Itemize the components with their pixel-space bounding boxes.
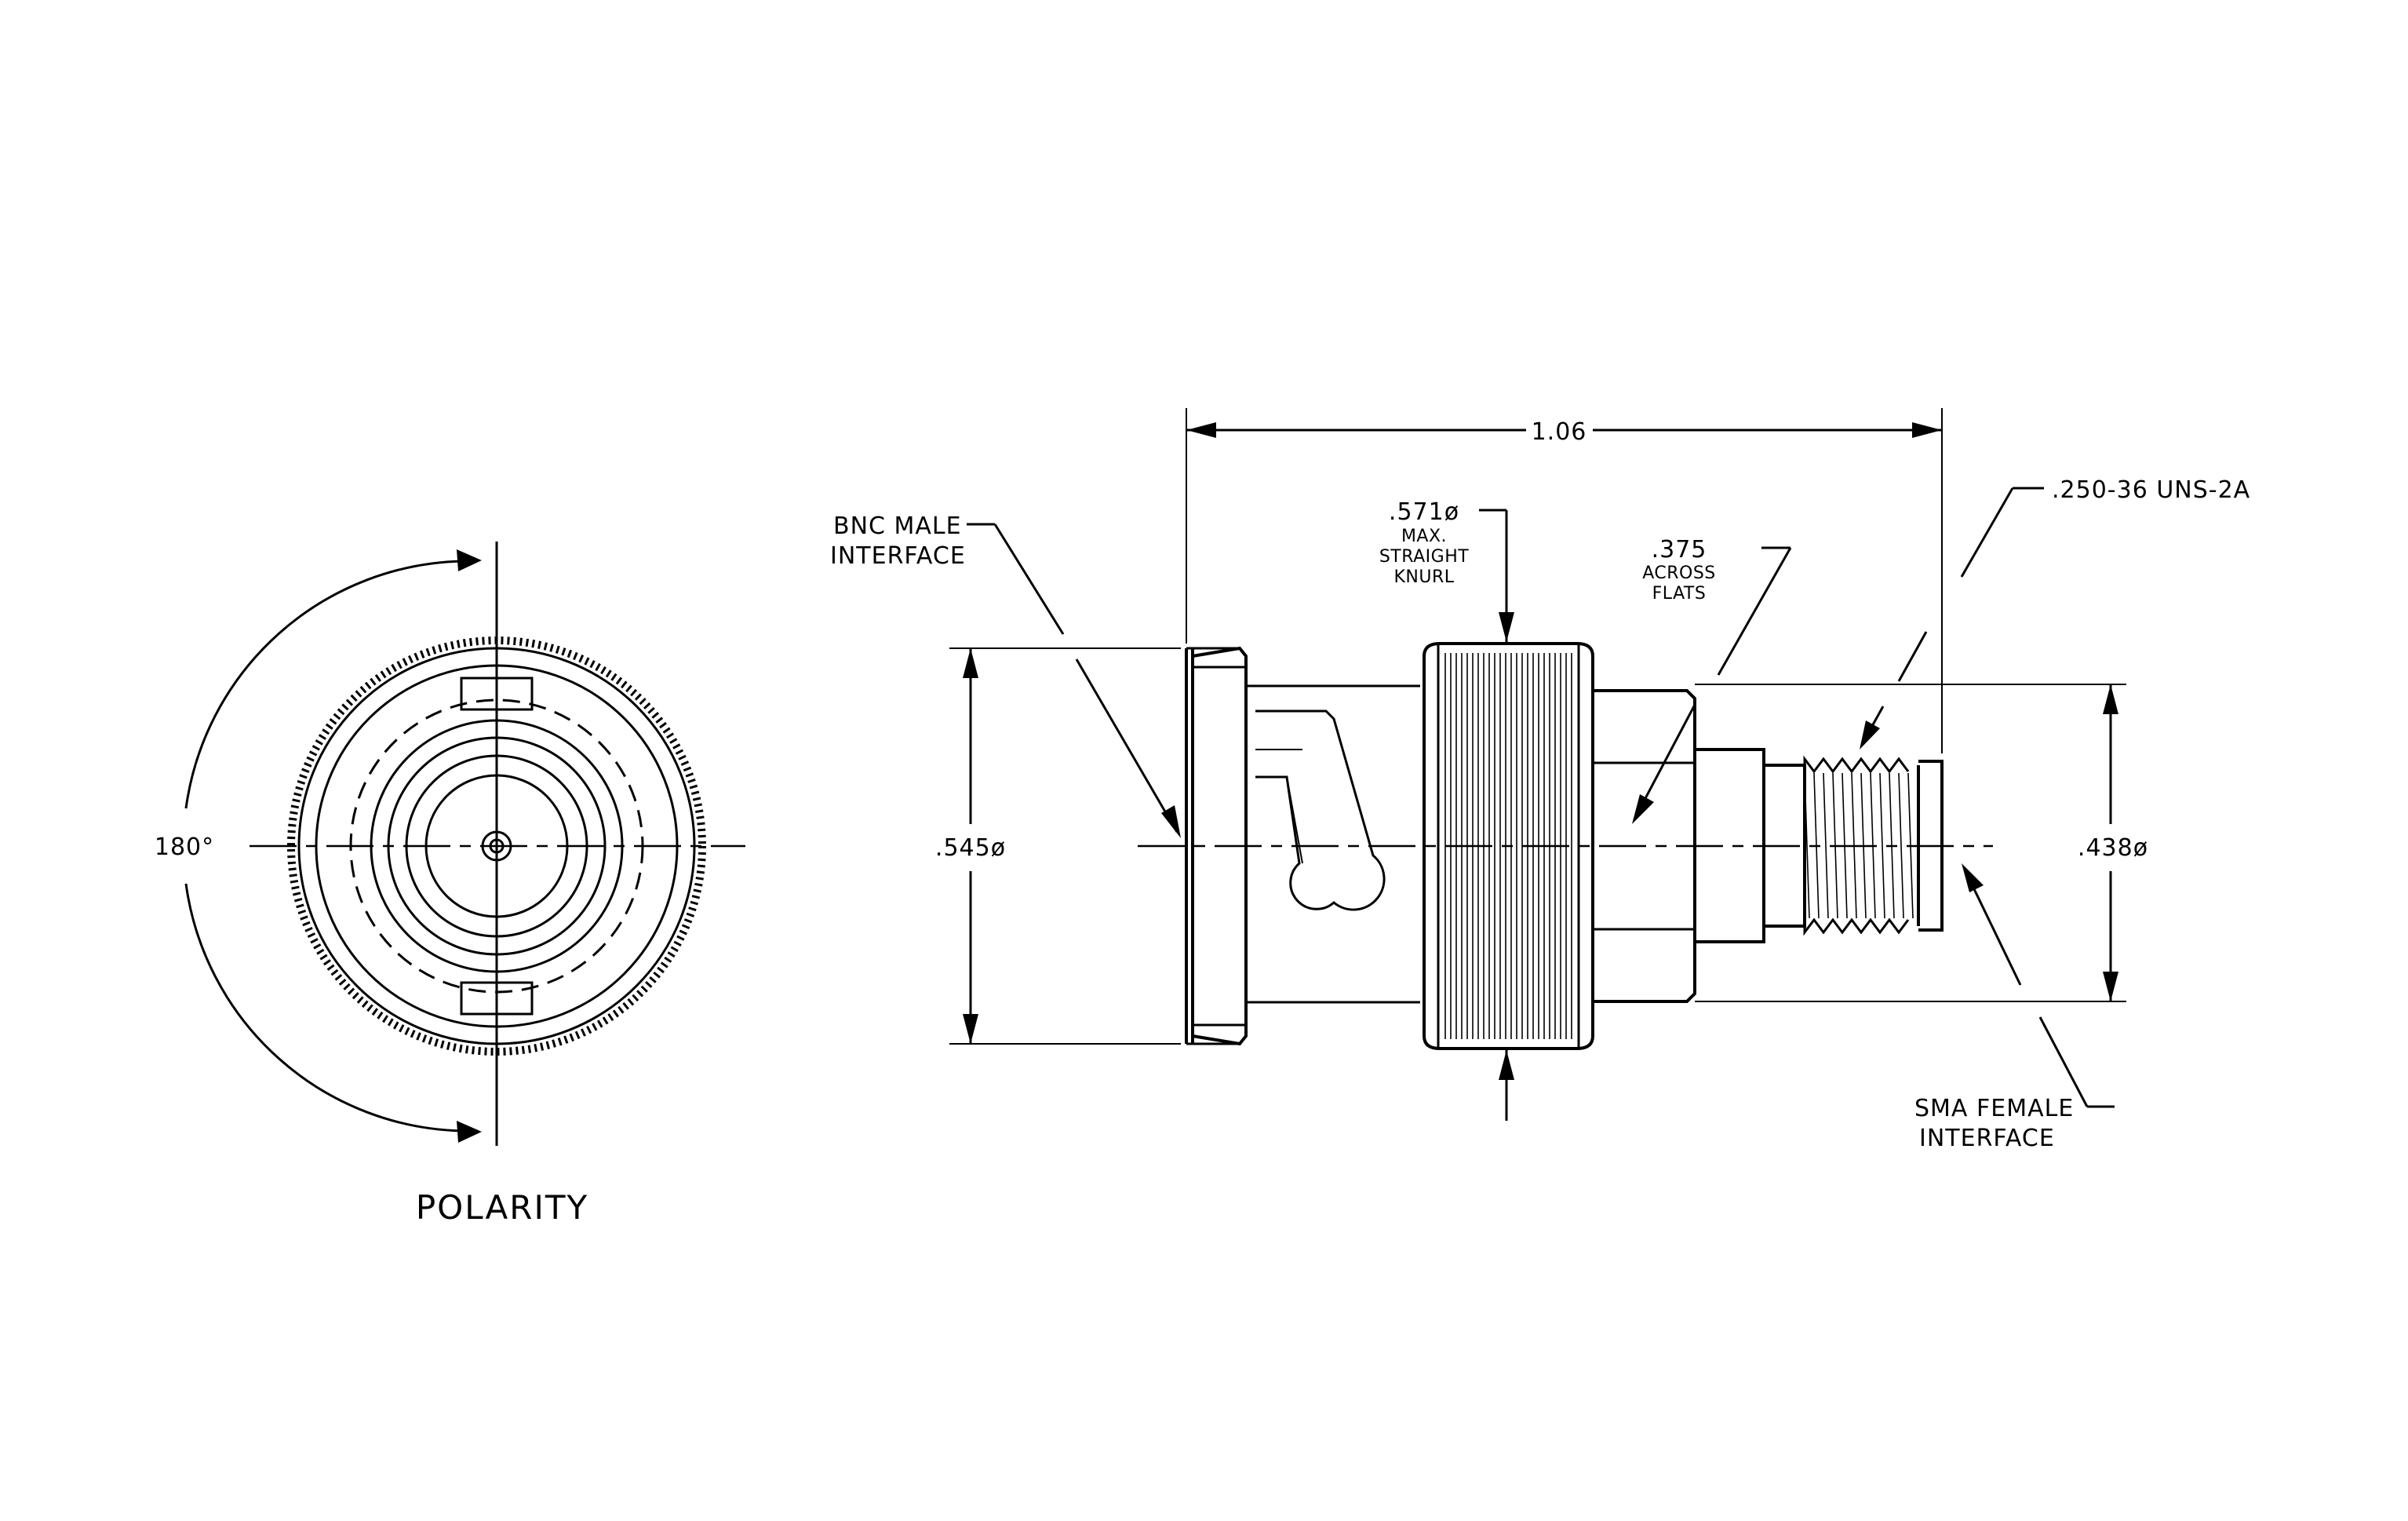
knurl-note-1: MAX. xyxy=(1401,527,1447,546)
side-view: 1.06 .545ø .438ø BNC M xyxy=(830,408,2250,1152)
bnc-leader: BNC MALE INTERFACE xyxy=(830,512,1181,838)
angle-arrow-top xyxy=(457,549,482,571)
bnc-label-line1: BNC MALE xyxy=(833,512,962,540)
bnc-body xyxy=(1246,684,1420,1004)
right-diameter-dim: .438ø xyxy=(1695,684,2148,1002)
sma-label-line2: INTERFACE xyxy=(1919,1125,2055,1152)
hex-body xyxy=(1593,689,1696,1003)
knurl-hatch xyxy=(1444,653,1572,1039)
knurl-note-2: STRAIGHT xyxy=(1379,547,1469,567)
polarity-title: POLARITY xyxy=(416,1188,588,1227)
bnc-coupling-nut xyxy=(1185,646,1248,1046)
knurl-note-3: KNURL xyxy=(1393,567,1454,587)
right-diameter-label: .438ø xyxy=(2078,834,2148,862)
sma-leader: SMA FEMALE INTERFACE xyxy=(1914,863,2115,1152)
thread-leader: .250-36 UNS-2A xyxy=(1860,476,2250,750)
left-diameter-dim: .545ø xyxy=(935,647,1181,1045)
angle-arc-top xyxy=(184,560,464,809)
overall-length-label: 1.06 xyxy=(1532,418,1587,446)
sma-body xyxy=(1695,748,1806,943)
angle-arrow-bottom xyxy=(457,1121,482,1143)
flats-dim-label: .375 xyxy=(1652,536,1707,564)
sma-thread xyxy=(1803,755,1944,936)
front-view: 180° POLARITY xyxy=(155,542,745,1227)
thread-spec-label: .250-36 UNS-2A xyxy=(2052,476,2250,504)
left-diameter-label: .545ø xyxy=(935,834,1006,862)
overall-length-dim: 1.06 xyxy=(1186,408,1943,753)
flats-note-2: FLATS xyxy=(1652,584,1707,604)
knurl-dim-label: .571ø xyxy=(1389,498,1459,526)
angle-label: 180° xyxy=(155,833,214,861)
flats-note-1: ACROSS xyxy=(1642,564,1716,583)
flats-dim: .375 ACROSS FLATS xyxy=(1632,536,1792,824)
knurl-dim: .571ø MAX. STRAIGHT KNURL xyxy=(1379,498,1514,1121)
bnc-label-line2: INTERFACE xyxy=(830,542,966,570)
sma-label-line1: SMA FEMALE xyxy=(1914,1095,2074,1122)
knurled-nut xyxy=(1423,642,1594,1050)
angle-arc-bottom xyxy=(184,883,464,1133)
